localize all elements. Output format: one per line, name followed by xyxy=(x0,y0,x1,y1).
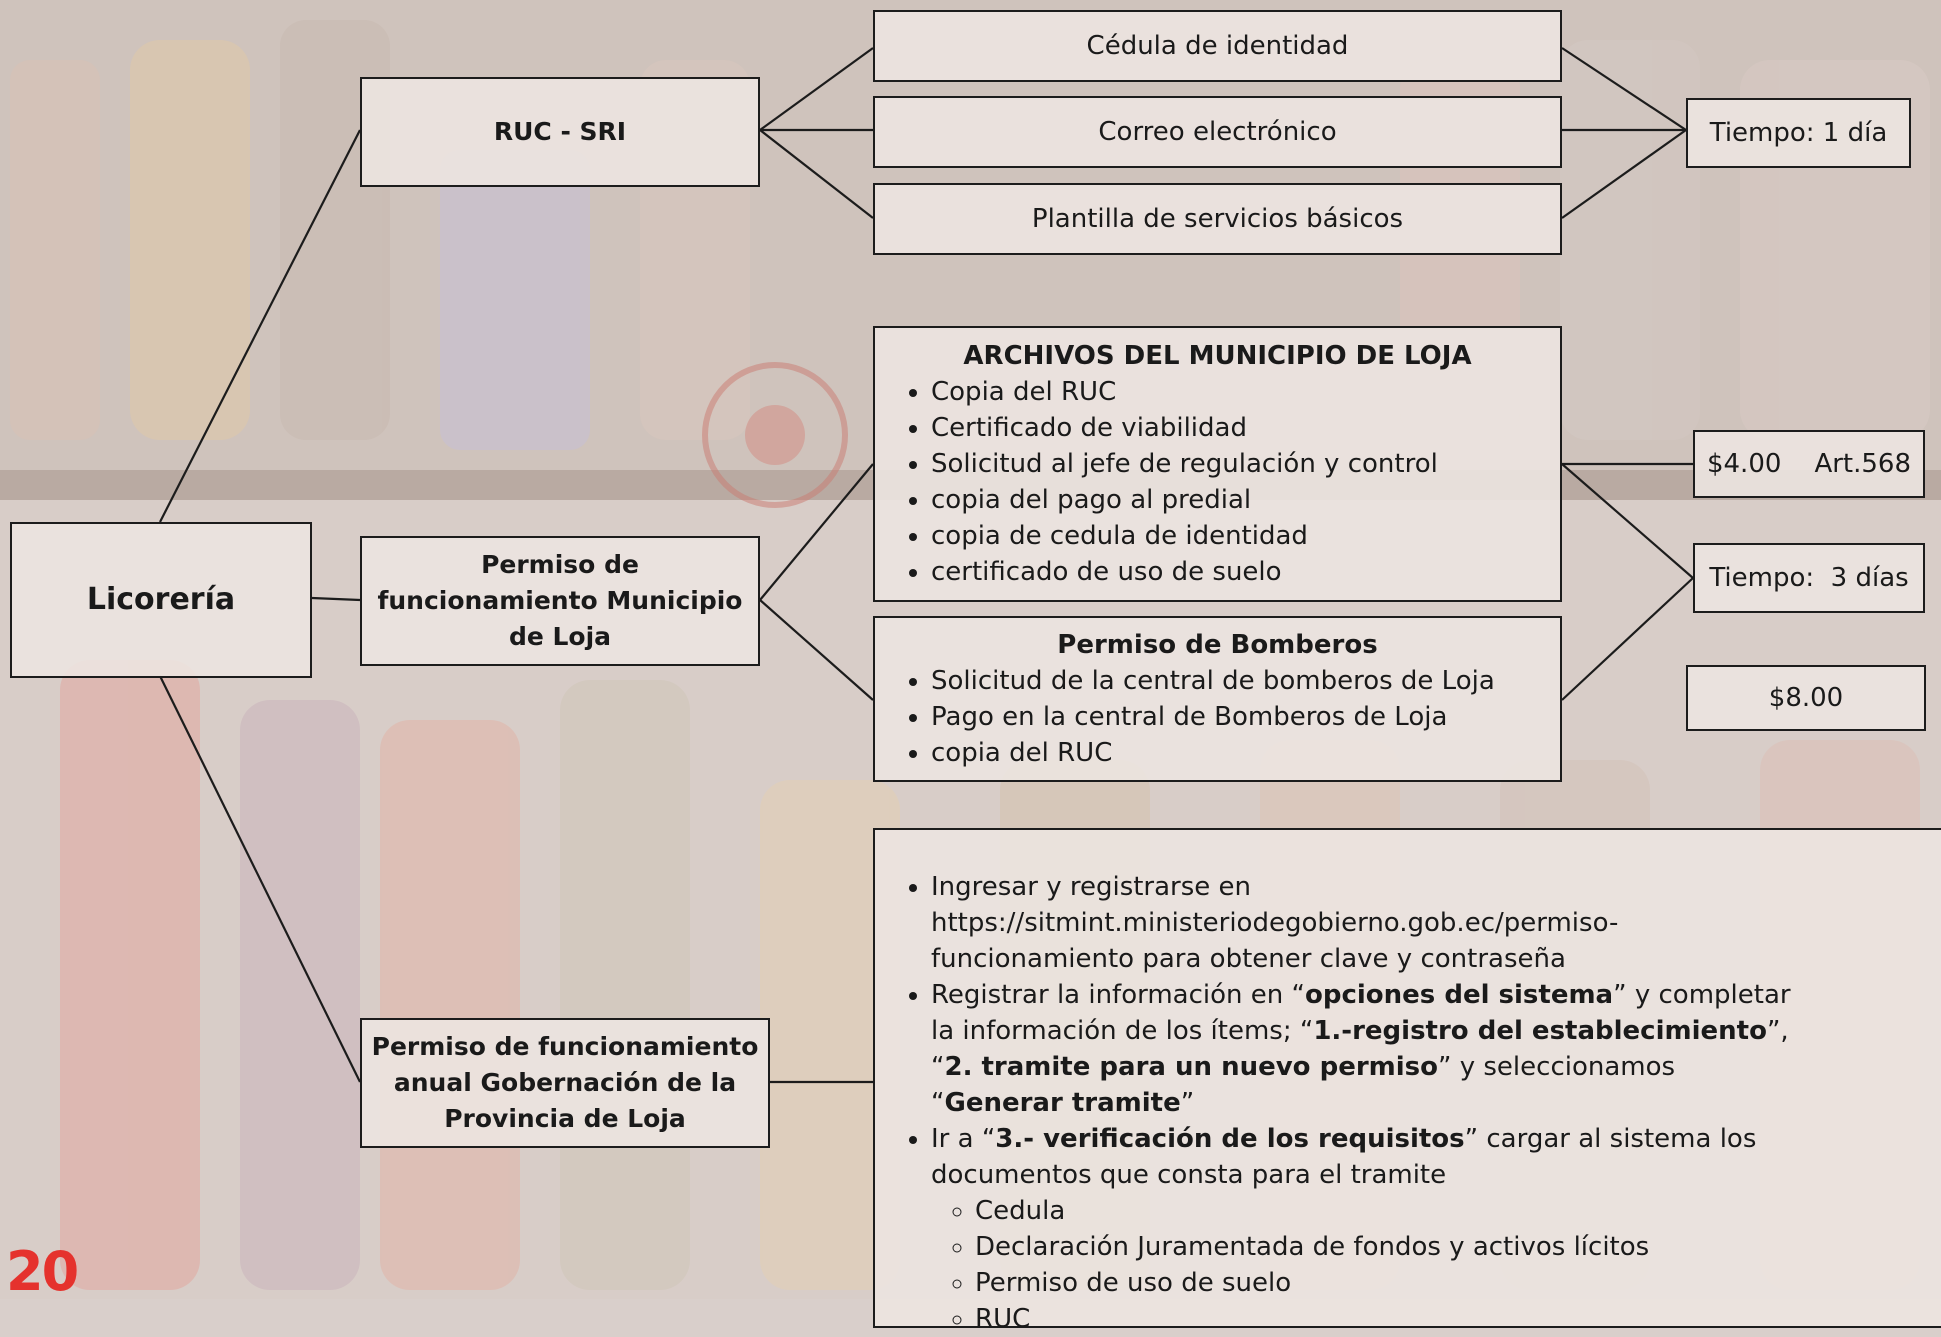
bomberos-box: Permiso de Bomberos Solicitud de la cent… xyxy=(873,616,1562,782)
gobernacion-steps: Ingresar y registrarse en https://sitmin… xyxy=(875,869,1801,1337)
gobernacion-steps-box: Ingresar y registrarse en https://sitmin… xyxy=(873,828,1941,1334)
list-item: Permiso de uso de suelo xyxy=(975,1265,1801,1301)
step-system-options: Registrar la información en “opciones de… xyxy=(931,977,1801,1121)
connector-lines xyxy=(159,47,1694,1084)
archivos-price-box: $4.00 Art.568 xyxy=(1693,430,1925,498)
list-item: certificado de uso de suelo xyxy=(931,554,1560,590)
root-node: Licorería xyxy=(10,522,312,678)
page-number: 20 xyxy=(6,1240,79,1303)
ruc-requirement-box: Plantilla de servicios básicos xyxy=(873,183,1562,255)
list-item: Pago en la central de Bomberos de Loja xyxy=(931,699,1560,735)
bomberos-list: Solicitud de la central de bomberos de L… xyxy=(875,663,1560,771)
archivos-price: $4.00 Art.568 xyxy=(1706,449,1912,479)
municipio-node: Permiso de funcionamiento Municipio de L… xyxy=(360,536,760,666)
list-item: copia del RUC xyxy=(931,735,1560,771)
ruc-requirement-box: Cédula de identidad xyxy=(873,10,1562,82)
archivos-title: ARCHIVOS DEL MUNICIPIO DE LOJA xyxy=(963,341,1472,371)
list-item: Cedula xyxy=(975,1193,1801,1229)
ruc-label: RUC - SRI xyxy=(493,117,627,146)
municipio-time-box: Tiempo: 3 días xyxy=(1693,543,1925,613)
gobernacion-label: Permiso de funcionamiento anual Gobernac… xyxy=(371,1032,759,1133)
municipio-time: Tiempo: 3 días xyxy=(1709,563,1909,593)
ruc-time: Tiempo: 1 día xyxy=(1709,118,1888,148)
bomberos-title: Permiso de Bomberos xyxy=(1057,630,1378,660)
list-item: Solicitud al jefe de regulación y contro… xyxy=(931,446,1560,482)
list-item: Certificado de viabilidad xyxy=(931,410,1560,446)
ruc-node: RUC - SRI xyxy=(360,77,760,187)
ruc-requirement: Correo electrónico xyxy=(1098,117,1337,147)
step-register: Ingresar y registrarse en https://sitmin… xyxy=(931,869,1801,977)
step-verify-requirements: Ir a “3.- verificación de los requisitos… xyxy=(931,1121,1801,1337)
gobernacion-node: Permiso de funcionamiento anual Gobernac… xyxy=(360,1018,770,1148)
ruc-requirement-box: Correo electrónico xyxy=(873,96,1562,168)
archivos-box: ARCHIVOS DEL MUNICIPIO DE LOJA Copia del… xyxy=(873,326,1562,602)
list-item: Solicitud de la central de bomberos de L… xyxy=(931,663,1560,699)
documents-list: Cedula Declaración Juramentada de fondos… xyxy=(931,1193,1801,1337)
list-item: copia de cedula de identidad xyxy=(931,518,1560,554)
list-item: copia del pago al predial xyxy=(931,482,1560,518)
list-item: Copia del RUC xyxy=(931,374,1560,410)
bomberos-price: $8.00 xyxy=(1768,683,1844,713)
ruc-requirement: Plantilla de servicios básicos xyxy=(1031,204,1404,234)
ruc-time-box: Tiempo: 1 día xyxy=(1686,98,1911,168)
list-item: RUC xyxy=(975,1301,1801,1337)
list-item: Declaración Juramentada de fondos y acti… xyxy=(975,1229,1801,1265)
archivos-list: Copia del RUC Certificado de viabilidad … xyxy=(875,374,1560,590)
root-label: Licorería xyxy=(86,582,236,617)
bomberos-price-box: $8.00 xyxy=(1686,665,1926,731)
ruc-requirement: Cédula de identidad xyxy=(1086,31,1349,61)
municipio-label: Permiso de funcionamiento Municipio de L… xyxy=(377,550,743,651)
